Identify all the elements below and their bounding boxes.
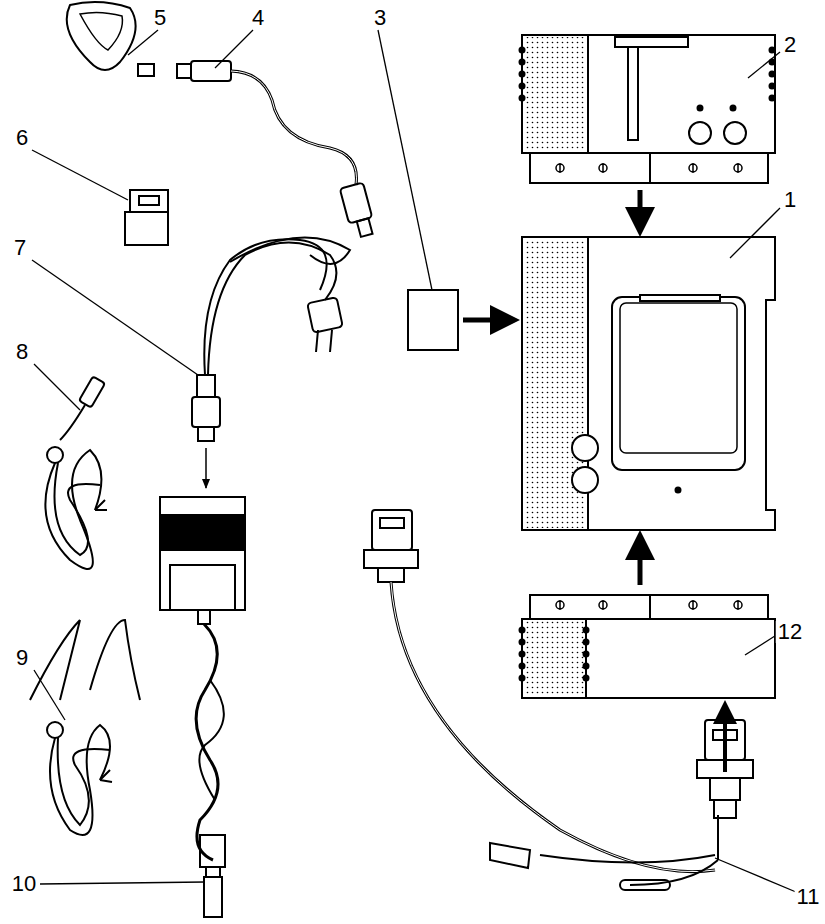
- power-cord: [192, 238, 350, 489]
- callout-number: 9: [14, 647, 30, 669]
- power-adapter: [160, 497, 245, 917]
- cable-9: [30, 620, 140, 835]
- callout-number: 5: [152, 7, 168, 29]
- card: [408, 290, 505, 350]
- bottom-module: [519, 545, 776, 772]
- adapter-plug: [125, 190, 168, 245]
- callout-number: 7: [12, 237, 28, 259]
- callout-number: 1: [782, 189, 798, 211]
- usb-device: [67, 2, 154, 76]
- callout-number: 11: [795, 886, 822, 908]
- leader-lines: [32, 30, 796, 892]
- callout-number: 10: [10, 873, 38, 895]
- cable-8: [45, 376, 107, 569]
- callout-number: 6: [14, 127, 30, 149]
- callout-number: 3: [372, 7, 388, 29]
- callout-number: 8: [14, 341, 30, 363]
- callout-number: 4: [250, 7, 266, 29]
- main-unit: [522, 237, 775, 530]
- serial-cable: [364, 510, 753, 890]
- callout-number: 12: [776, 621, 804, 643]
- top-module: [519, 35, 776, 222]
- callout-number: 2: [782, 34, 798, 56]
- usb-cable: [177, 61, 373, 237]
